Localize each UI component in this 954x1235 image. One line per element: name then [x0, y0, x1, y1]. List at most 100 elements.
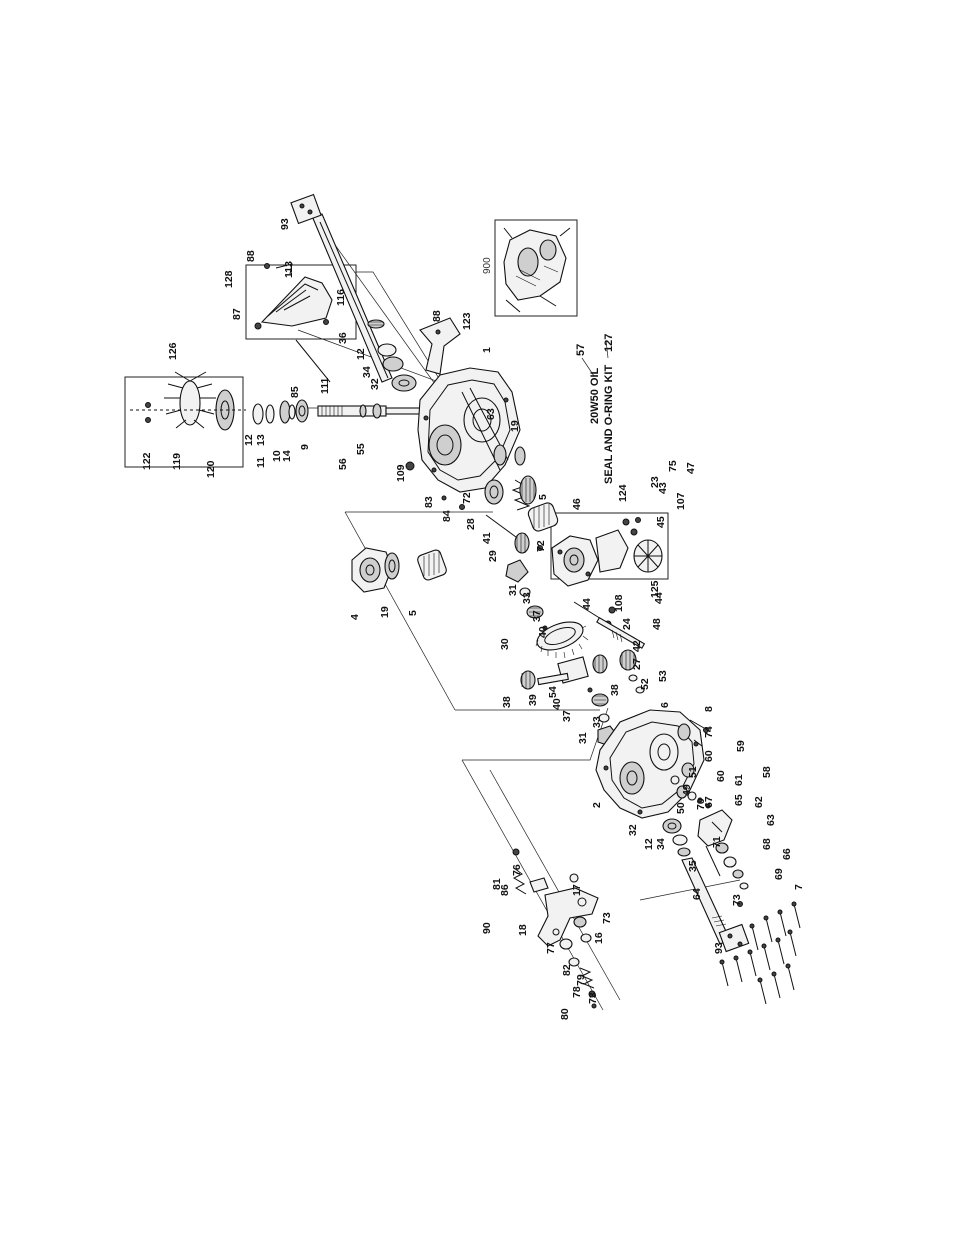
label-11: 11 — [255, 457, 267, 468]
label-120: 120 — [205, 460, 217, 478]
gear-37-upper — [526, 605, 544, 619]
label-66: 66 — [781, 848, 793, 860]
retaining-ring-12 — [252, 403, 264, 425]
axle-mount-93-top — [290, 193, 322, 225]
bracket-kit-128 — [254, 263, 333, 330]
label-61: 61 — [733, 774, 745, 786]
label-82: 82 — [561, 964, 573, 976]
pin-40-lower — [587, 687, 593, 693]
note-57: 57 — [575, 344, 587, 356]
label-13: 13 — [255, 434, 267, 446]
label-80: 80 — [559, 1008, 571, 1020]
pin-84 — [459, 504, 465, 510]
label-14: 14 — [281, 450, 293, 462]
label-88a: 88 — [245, 250, 257, 262]
label-45: 45 — [655, 516, 667, 528]
upper-housing-1 — [417, 367, 521, 493]
lower-axle-bearings — [662, 818, 691, 857]
label-69: 69 — [773, 868, 785, 880]
label-73c: 73 — [587, 992, 599, 1004]
washer-13 — [265, 404, 275, 424]
label-56: 56 — [337, 458, 349, 470]
bracket-123 — [419, 317, 461, 375]
label-38b: 38 — [609, 684, 621, 696]
motor-block-5-left — [417, 549, 447, 581]
label-31b: 31 — [577, 732, 589, 744]
label-90: 90 — [481, 922, 493, 934]
label-27: 27 — [631, 658, 643, 670]
washer-52 — [635, 686, 645, 694]
label-68: 68 — [761, 838, 773, 850]
bracket-90 — [529, 877, 549, 893]
bevel-gear-38-right — [592, 654, 608, 674]
label-2: 2 — [591, 802, 603, 808]
brake-kit-inset-box — [550, 512, 669, 580]
label-75: 75 — [667, 460, 679, 472]
brake-assembly — [595, 517, 663, 573]
label-49: 49 — [681, 784, 693, 796]
label-50: 50 — [675, 802, 687, 814]
label-12c: 12 — [643, 838, 655, 850]
label-58: 58 — [761, 766, 773, 778]
spring-coil — [511, 475, 537, 511]
label-60a: 60 — [703, 750, 715, 762]
label-23: 23 — [649, 476, 661, 488]
bearing-19-left — [384, 552, 400, 580]
bolt-109 — [405, 461, 415, 471]
label-40a: 40 — [537, 626, 549, 638]
gear-28 — [484, 479, 504, 505]
spring-86 — [512, 867, 527, 895]
label-40b: 40 — [551, 698, 563, 710]
label-123: 123 — [461, 312, 473, 330]
label-44a: 44 — [581, 598, 593, 610]
label-42: 42 — [631, 640, 643, 652]
label-76: 76 — [511, 864, 523, 876]
label-32b: 32 — [627, 824, 639, 836]
label-900: 900 — [482, 257, 493, 274]
control-arm-group — [670, 762, 711, 809]
label-5a: 5 — [537, 494, 549, 500]
label-48: 48 — [651, 618, 663, 630]
label-72b: 72 — [535, 540, 547, 552]
label-109: 109 — [395, 464, 407, 482]
assembled-transaxle-thumbnail — [503, 227, 571, 313]
bevel-gear-42 — [619, 649, 637, 671]
input-shaft-9 — [317, 403, 432, 419]
label-36: 36 — [337, 332, 349, 344]
screw-122 — [145, 417, 151, 423]
gear-37-lower — [591, 693, 609, 707]
axle-shaft-upper — [290, 193, 417, 392]
label-51: 51 — [687, 766, 699, 778]
label-43: 43 — [657, 482, 669, 494]
label-128: 128 — [223, 270, 235, 288]
label-5b: 5 — [407, 610, 419, 616]
fan-hub-pulley — [215, 389, 235, 431]
label-83: 83 — [423, 496, 435, 508]
label-67: 67 — [703, 796, 715, 808]
label-87: 87 — [231, 308, 243, 320]
label-7: 7 — [793, 884, 805, 890]
label-125: 125 — [649, 580, 661, 598]
label-37a: 37 — [531, 610, 543, 622]
axle-mount-93-lower — [718, 923, 750, 953]
label-12a: 12 — [243, 434, 255, 446]
note-127: 127 — [603, 334, 615, 352]
label-107: 107 — [675, 492, 687, 510]
label-47: 47 — [685, 462, 697, 474]
bolt-73-lower — [737, 901, 743, 907]
fan-blades — [164, 371, 216, 429]
label-88b: 88 — [431, 310, 443, 322]
service-notes: 57 20W50 OIL SEAL AND O-RING KIT 127 — [575, 334, 615, 484]
bevel-gear-38-left — [520, 670, 536, 690]
center-section-46 — [551, 535, 599, 587]
label-72a: 72 — [461, 492, 473, 504]
label-93b: 93 — [713, 942, 725, 954]
pin-83 — [441, 495, 447, 501]
label-33b: 33 — [591, 716, 603, 728]
label-108: 108 — [613, 594, 625, 612]
motor-block-5-upper — [527, 502, 559, 532]
label-10: 10 — [271, 450, 283, 462]
label-17: 17 — [571, 884, 583, 896]
label-126: 126 — [167, 342, 179, 360]
label-71: 71 — [711, 836, 723, 848]
